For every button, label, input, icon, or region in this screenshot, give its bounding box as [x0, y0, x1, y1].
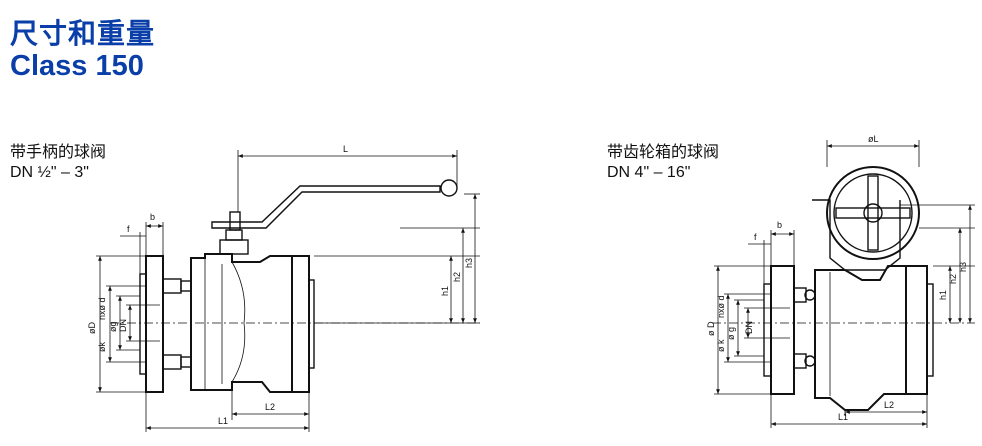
bolt-bottom	[162, 354, 182, 370]
handle-valve-caption: 带手柄的球阀 DN ½" – 3"	[10, 141, 106, 183]
dim-h1-label: h1	[440, 286, 450, 296]
dim-D-label: øD	[87, 322, 97, 334]
gearbox-housing	[812, 199, 901, 271]
left-flange	[145, 255, 164, 393]
dim-k-label: ø k	[716, 339, 726, 352]
dim-b-label: b	[150, 212, 155, 222]
dim-L2-label: L2	[265, 402, 275, 412]
dim-b-label: b	[777, 220, 782, 230]
dim-h2-label: h2	[948, 274, 958, 284]
dim-f-label: f	[127, 224, 130, 234]
dim-h3-label: h3	[464, 258, 474, 268]
nut-top	[180, 280, 192, 292]
right-flange	[905, 265, 928, 395]
dim-h1-label: h1	[938, 290, 948, 300]
dim-h3-label: h3	[958, 262, 968, 272]
dim-L2-label: L2	[884, 400, 894, 410]
dim-L-label: øL	[868, 134, 879, 144]
dim-L-label: L	[343, 144, 348, 154]
page-title-class: Class 150	[10, 50, 144, 82]
stem	[229, 211, 241, 231]
dim-h2-label: h2	[452, 272, 462, 282]
left-flange-face	[763, 283, 772, 377]
dim-DN-label: DN	[744, 321, 754, 334]
right-flange-face	[926, 283, 934, 377]
handwheel-spoke-vertical	[867, 175, 879, 251]
handwheel-hub	[863, 203, 883, 223]
bolt-top	[793, 287, 807, 303]
dim-g-label: ø g	[726, 327, 736, 340]
handle-valve-size-range: DN ½" – 3"	[10, 164, 89, 181]
stem-packing	[219, 239, 249, 255]
dim-f-label: f	[754, 232, 757, 242]
gearbox-ball-valve-drawing: øL b f h1 h2 h3 ø D nxø d ø k ø g	[706, 134, 975, 428]
handwheel-outer	[826, 166, 920, 260]
right-flange-face	[308, 279, 315, 369]
valve-body	[814, 265, 907, 411]
dim-L1-label: L1	[218, 416, 228, 426]
left-flange-face	[139, 273, 147, 375]
dim-D-label: ø D	[706, 321, 716, 336]
dim-L1-label: L1	[838, 412, 848, 422]
gearbox-valve-caption: 带齿轮箱的球阀 DN 4" – 16"	[607, 141, 719, 183]
dim-g-label: øg	[108, 321, 118, 332]
dim-k-label: øk	[97, 342, 107, 352]
dim-nd-label: nxø d	[716, 295, 726, 318]
gearbox-valve-size-range: DN 4" – 16"	[607, 164, 691, 181]
handwheel-inner	[833, 173, 913, 253]
gearbox-valve-title: 带齿轮箱的球阀	[607, 142, 720, 161]
stem-nut	[225, 229, 243, 241]
handle-knob	[440, 179, 458, 197]
right-flange	[291, 255, 310, 393]
bolt-top	[162, 278, 182, 294]
handle-lever	[211, 185, 441, 229]
dim-DN-label: DN	[118, 319, 128, 332]
page-title-chinese: 尺寸和重量	[10, 17, 156, 50]
handle-ball-valve-drawing: L b f h1 h2 h3 øD nxø d øk øg	[87, 144, 480, 432]
handwheel-spoke-horizontal	[835, 207, 911, 219]
left-flange	[770, 265, 795, 395]
bolt-bottom	[793, 353, 807, 369]
nut-bottom	[180, 356, 192, 368]
handle-valve-title: 带手柄的球阀	[10, 142, 107, 161]
dim-nd-label: nxø d	[97, 297, 107, 320]
